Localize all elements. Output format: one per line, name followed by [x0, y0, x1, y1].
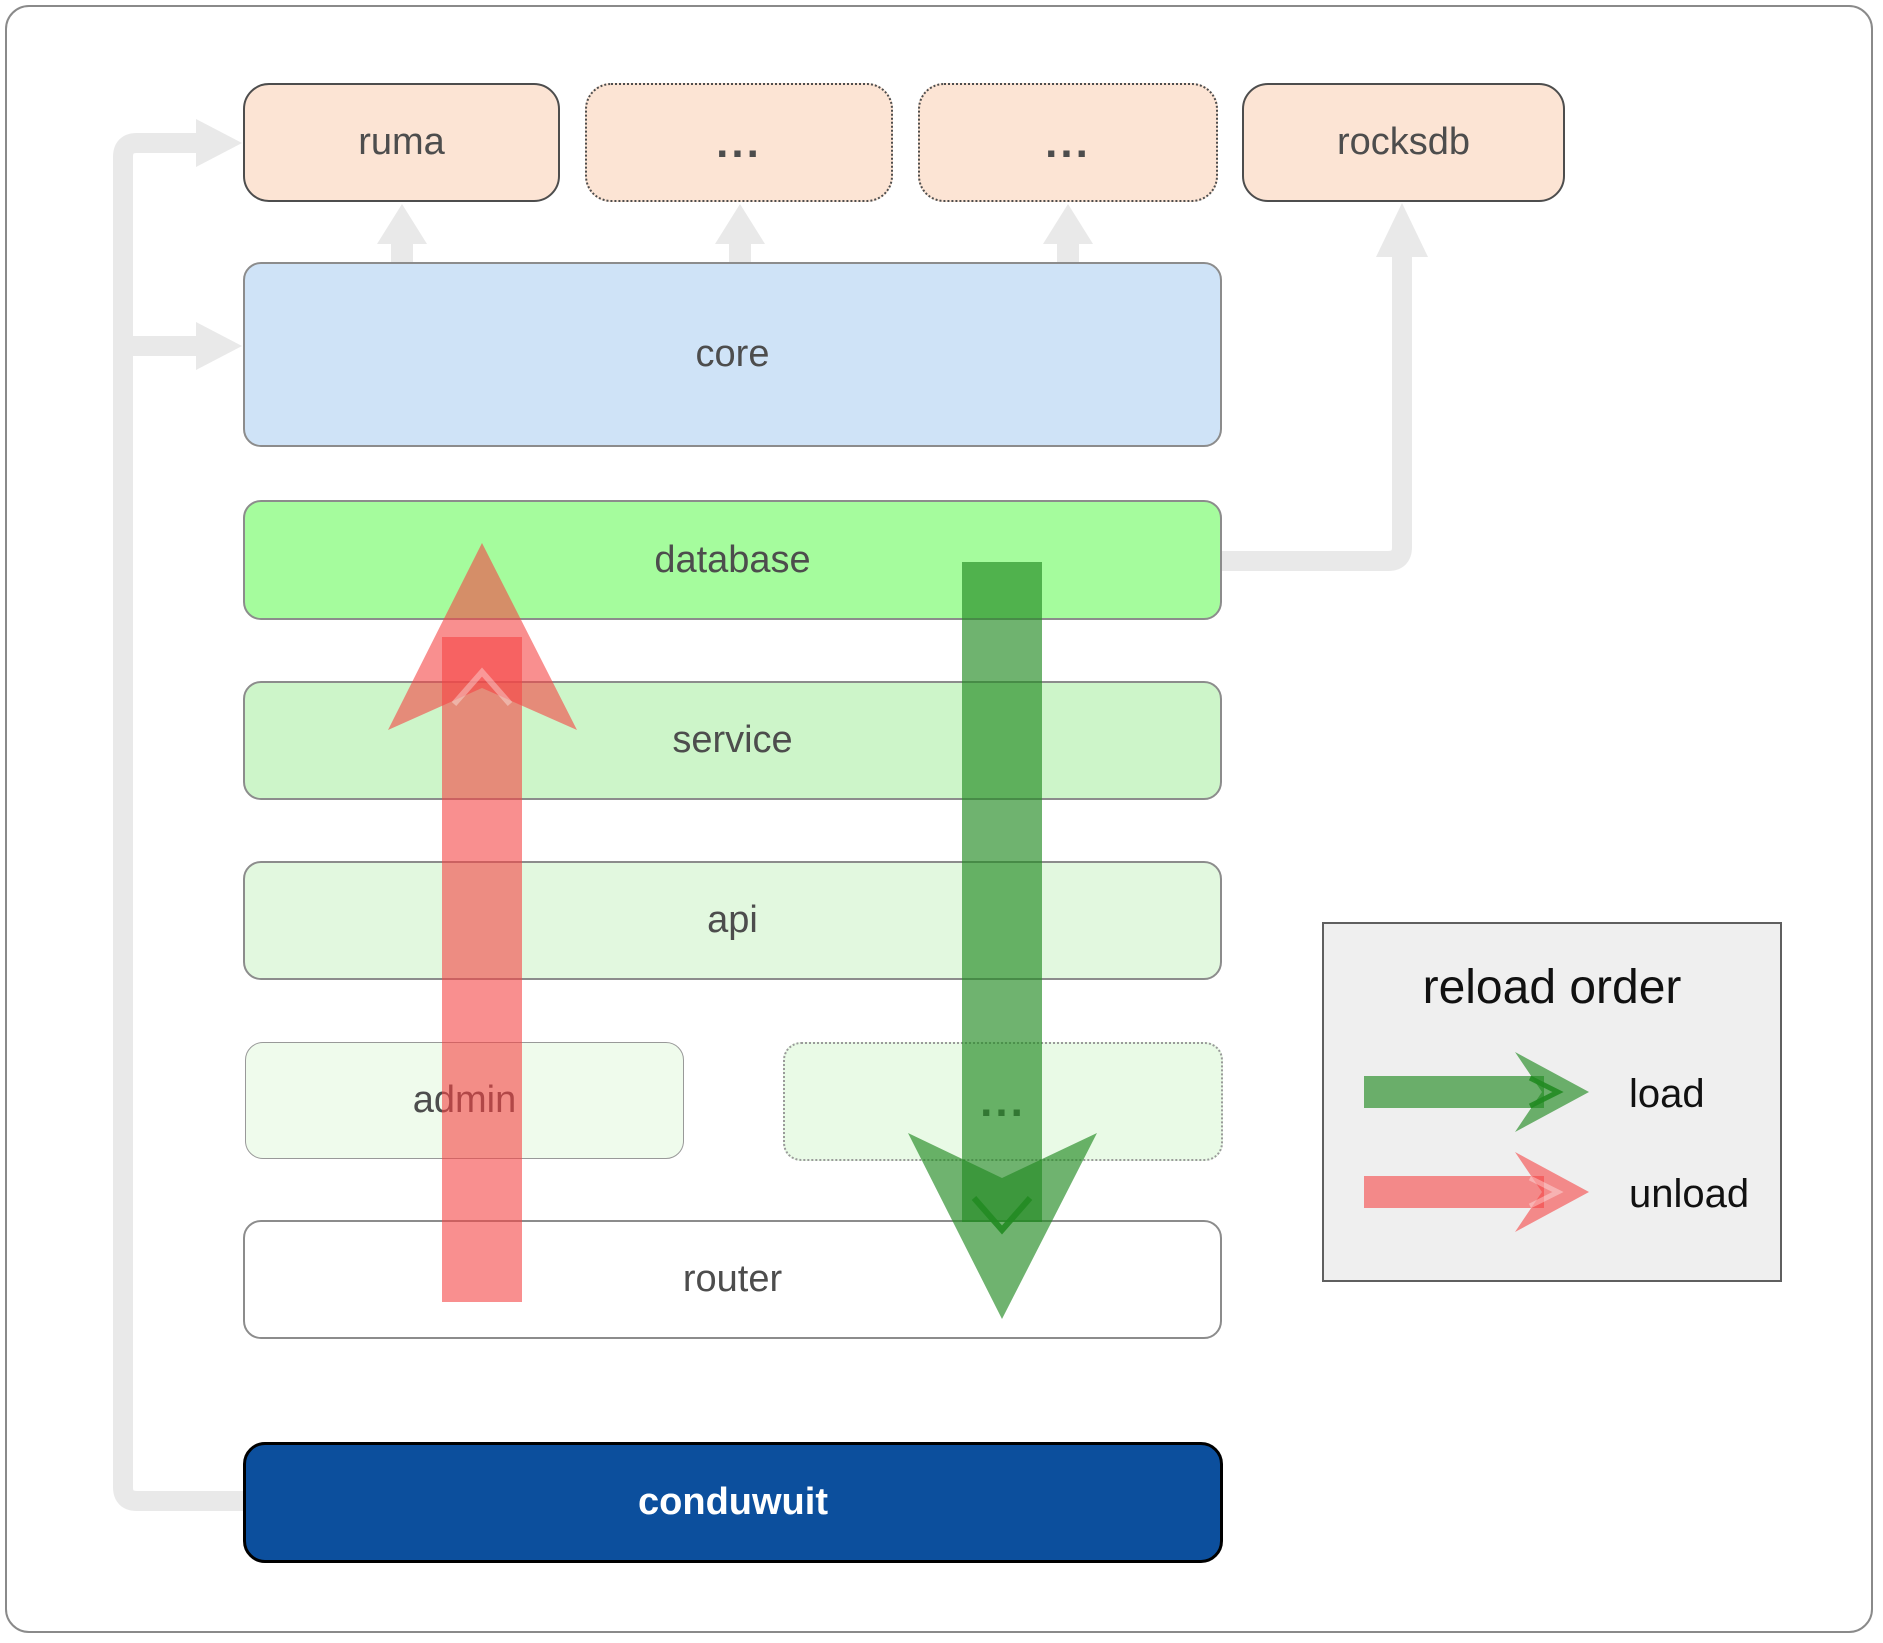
- arrowhead-core-ruma: [377, 204, 427, 244]
- module-box-ruma: ruma: [243, 83, 560, 202]
- module-box-router: router: [243, 1220, 1222, 1339]
- legend-load-arrow: [1364, 1052, 1589, 1132]
- module-box-api: api: [243, 861, 1222, 980]
- module-box-ellipsis-2: ...: [918, 83, 1218, 202]
- diagram-outer-border: [5, 5, 1873, 1633]
- arrowhead-to-core: [196, 322, 242, 370]
- module-box-database: database: [243, 500, 1222, 620]
- module-label-ruma: ruma: [358, 121, 445, 163]
- connector-conduwuit-to-ruma: [113, 133, 243, 1511]
- module-label-core: core: [695, 333, 770, 375]
- module-label-api: api: [707, 899, 758, 941]
- legend-title: reload order: [1422, 961, 1682, 1014]
- arrowhead-core-ellipsis1: [715, 204, 765, 244]
- module-box-core: core: [243, 262, 1222, 447]
- legend-unload-label: unload: [1629, 1172, 1750, 1216]
- unload-arrow: [388, 543, 577, 1302]
- legend-arrows: [1364, 1052, 1589, 1232]
- connector-database-to-rocksdb: [1222, 256, 1412, 571]
- module-box-rocksdb: rocksdb: [1242, 83, 1565, 202]
- legend-box: reload order load unload: [1322, 922, 1782, 1282]
- module-label-conduwuit: conduwuit: [638, 1481, 828, 1523]
- module-label-service: service: [672, 719, 793, 761]
- module-label-rocksdb: rocksdb: [1336, 121, 1471, 163]
- arrowhead-to-ruma: [196, 119, 242, 167]
- arrowhead-core-ellipsis2: [1043, 204, 1093, 244]
- module-label-router: router: [682, 1258, 783, 1300]
- module-box-ellipsis-1: ...: [585, 83, 893, 202]
- legend-unload-arrow: [1364, 1152, 1589, 1232]
- legend-load-label: load: [1629, 1072, 1705, 1116]
- arrowhead-to-rocksdb: [1376, 203, 1428, 257]
- module-label-database: database: [654, 538, 811, 581]
- module-box-conduwuit: conduwuit: [243, 1442, 1223, 1563]
- load-arrow: [908, 562, 1097, 1319]
